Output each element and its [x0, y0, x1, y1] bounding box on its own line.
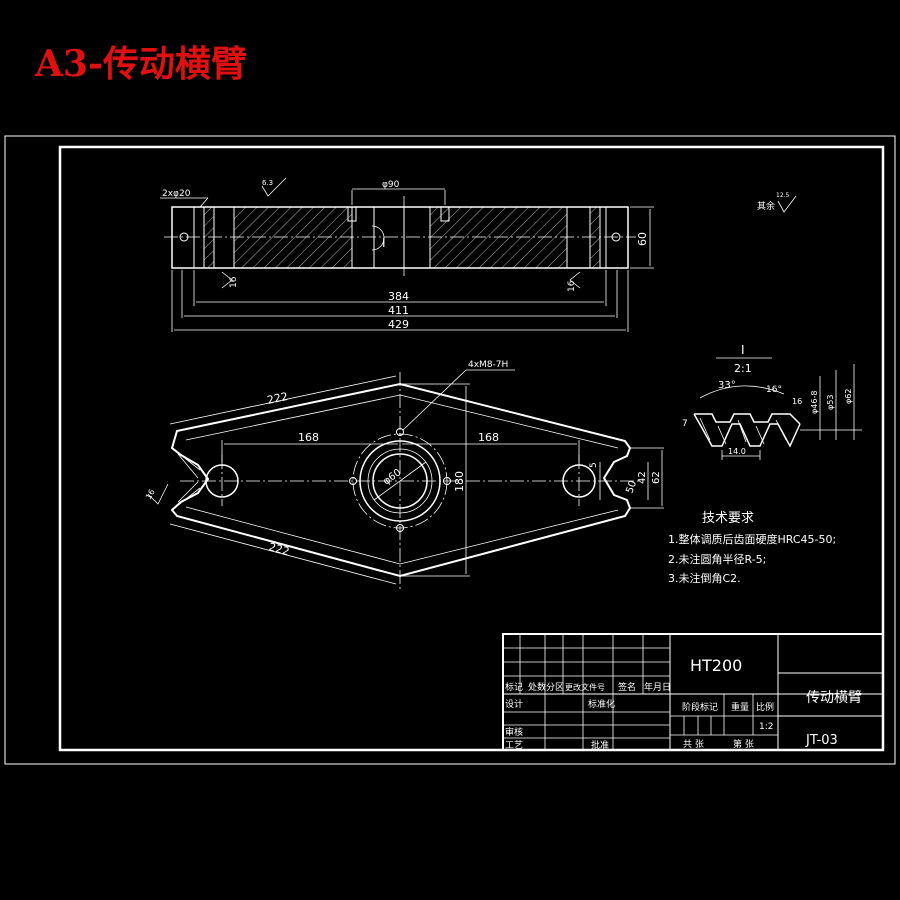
row-label-design: 设计 — [505, 698, 523, 710]
thread-callout: 4xM8-7H — [468, 360, 508, 370]
angle-left: 33° — [718, 380, 736, 391]
inner-frame — [58, 145, 885, 752]
scale-label: 比例 — [756, 701, 774, 713]
dim-222-bottom: 222 — [267, 540, 291, 558]
angle-right: 16° — [766, 385, 782, 395]
tech-item-2: 2.未注圆角半径R-5; — [668, 552, 766, 566]
tech-item-3: 3.未注倒角C2. — [668, 571, 741, 585]
detail-dim-d: 14.0 — [728, 447, 746, 456]
part-name: 传动横臂 — [806, 690, 862, 706]
sheet-total: 共 张 — [683, 739, 704, 750]
dim-16-plan: 16 — [144, 488, 157, 501]
detail-dim-c: φ62 — [844, 389, 853, 404]
outer-frame — [4, 135, 896, 765]
scale-value: 1:2 — [759, 722, 773, 732]
dim-168-right: 168 — [478, 431, 499, 444]
bore-callout: φ90 — [382, 180, 400, 190]
col-label-4: 签名 — [618, 681, 636, 693]
plan-view: 168 168 180 φ60 4xM8-7H 222 222 62 42 50… — [144, 360, 664, 590]
dim-168-left: 168 — [298, 431, 319, 444]
col-label-3: 更改文件号 — [565, 682, 605, 692]
detail-scale: 2:1 — [734, 362, 752, 375]
depth-left: 16 — [229, 276, 239, 288]
dim-62: 62 — [651, 471, 662, 484]
detail-label: I — [741, 343, 745, 357]
approve-label: 批准 — [591, 739, 609, 751]
detail-dim-f: 16 — [792, 397, 802, 406]
material: HT200 — [690, 656, 742, 675]
roughness-top: 6.3 — [262, 179, 273, 187]
dim-429: 429 — [388, 318, 409, 331]
front-view: I 384 411 429 60 2xφ20 φ90 6.3 16 16 — [160, 177, 654, 332]
col-label-1: 处数 — [528, 681, 546, 693]
dim-180: 180 — [453, 471, 466, 492]
dim-60: 60 — [636, 232, 649, 246]
tech-item-1: 1.整体调质后齿面硬度HRC45-50; — [668, 532, 836, 546]
row-label-process: 工艺 — [505, 740, 523, 751]
title-block: HT200 传动横臂 JT-03 标记 处数 分区 更改文件号 签名 年月日 设… — [502, 633, 884, 751]
col-label-2: 分区 — [546, 682, 564, 693]
hole-callout: 2xφ20 — [162, 189, 191, 199]
svg-text:12.5: 12.5 — [776, 192, 790, 199]
sheet-title: A3-传动横臂 — [34, 43, 247, 85]
dim-50: 50 — [624, 479, 639, 495]
drawing-no: JT-03 — [805, 733, 838, 748]
detail-dim-a: φ46-8 — [810, 391, 819, 414]
dim-42: 42 — [637, 471, 648, 484]
detail-marker: I — [382, 236, 386, 250]
tech-heading: 技术要求 — [702, 511, 754, 526]
dim-411: 411 — [388, 304, 409, 317]
std-label: 标准化 — [588, 698, 615, 710]
sheet-no: 第 张 — [733, 738, 754, 750]
detail-dim-b: φ53 — [826, 395, 835, 410]
svg-text:其余: 其余 — [757, 200, 775, 212]
dim-5: 5 — [589, 462, 599, 468]
dim-222-top: 222 — [266, 390, 289, 407]
detail-dim-e: 7 — [682, 419, 688, 429]
depth-right: 16 — [567, 280, 577, 292]
stage-label: 阶段标记 — [682, 701, 718, 713]
detail-view: I 2:1 33° 16° φ46-8 φ53 φ62 14.0 7 16 — [682, 343, 862, 460]
weight-label: 重量 — [731, 701, 749, 713]
row-label-review: 审核 — [505, 726, 523, 738]
dim-384: 384 — [388, 290, 409, 303]
tech-requirements: 技术要求 1.整体调质后齿面硬度HRC45-50; 2.未注圆角半径R-5; 3… — [668, 511, 836, 585]
col-label-5: 年月日 — [644, 681, 671, 693]
col-label-0: 标记 — [505, 681, 523, 693]
other-roughness: 其余 12.5 — [757, 192, 797, 213]
